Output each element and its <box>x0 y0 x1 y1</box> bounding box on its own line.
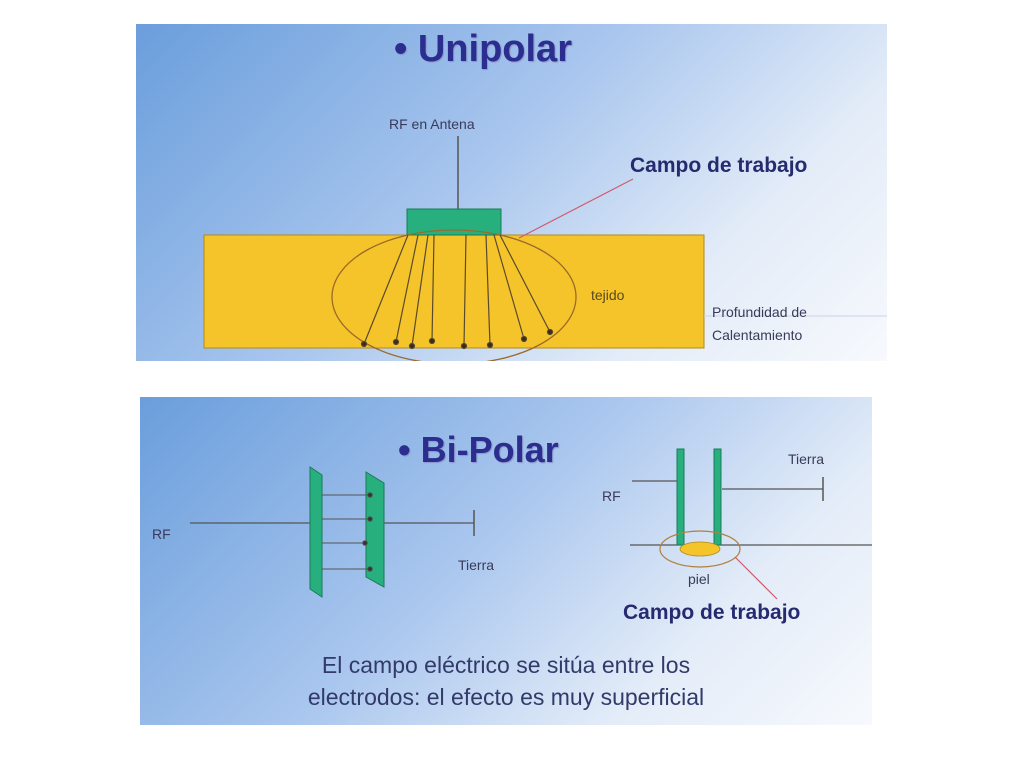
field-label: Campo de trabajo <box>630 154 808 177</box>
unipolar-panel: • Unipolar RF en Antena Campo de trabajo… <box>136 24 887 361</box>
unipolar-diagram <box>203 136 887 361</box>
bipolar-field-label: Campo de trabajo <box>623 601 801 624</box>
field-lines <box>360 234 554 350</box>
bipolar-diagram <box>190 448 872 600</box>
bipolar-panel: • Bi-Polar RF Tierra RF Tierra piel Camp… <box>140 397 872 725</box>
rf-left-label: RF <box>152 526 171 542</box>
skin-label: piel <box>688 571 710 587</box>
skin-heated-zone <box>679 541 721 557</box>
caption-line-2: electrodos: el efecto es muy superficial <box>307 684 705 710</box>
unipolar-title: • Unipolar <box>394 28 572 70</box>
heating-depth-ellipse <box>331 229 577 361</box>
needle-electrode-right <box>713 448 722 546</box>
field-pointer-line-right <box>734 556 778 600</box>
depth-label-line2: Calentamiento <box>712 327 803 343</box>
antenna-label: RF en Antena <box>389 116 475 132</box>
caption-line-1: El campo eléctrico se sitúa entre los <box>321 652 691 678</box>
plate-electrode-left <box>309 466 323 598</box>
bipolar-title: • Bi-Polar <box>398 429 559 470</box>
needle-electrode-left <box>676 448 685 546</box>
skin-outer-ellipse <box>659 530 741 568</box>
ground-right-label: Tierra <box>788 451 825 467</box>
field-pointer-line <box>518 178 634 239</box>
bipolar-caption: El campo eléctrico se sitúa entre los el… <box>186 649 826 713</box>
tissue-block <box>203 234 705 349</box>
antenna-electrode <box>406 208 502 236</box>
rf-right-label: RF <box>602 488 621 504</box>
ground-left-label: Tierra <box>458 557 495 573</box>
plate-field-lines <box>322 492 373 572</box>
depth-label-line1: Profundidad de <box>712 304 807 320</box>
tissue-label: tejido <box>591 287 625 303</box>
